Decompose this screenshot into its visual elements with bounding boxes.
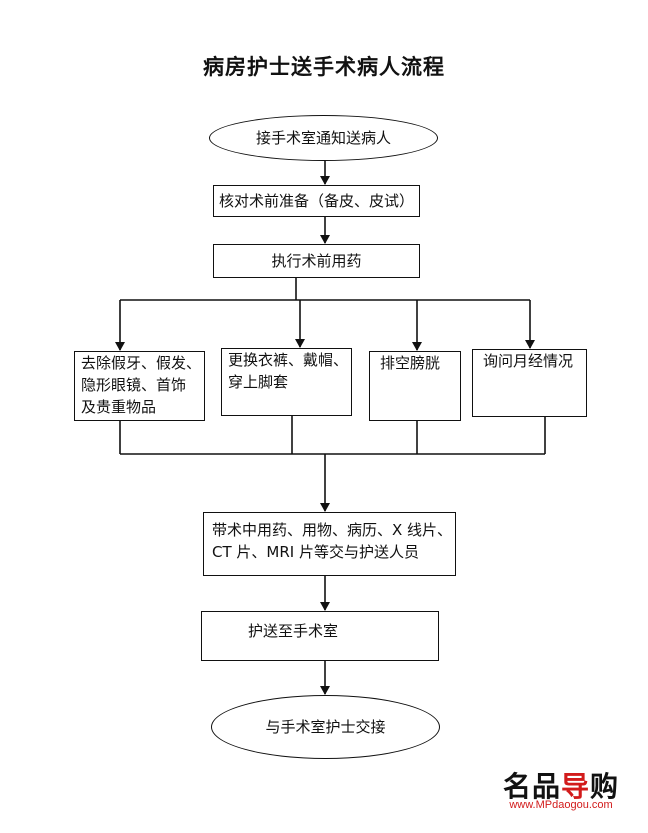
change-line-2: 穿上脚套 [228,373,289,391]
node-start-label: 接手术室通知送病人 [255,129,391,147]
node-check-preparation: 核对术前准备（备皮、皮试） [213,185,420,217]
watermark: 名品导购 www.MPdaogou.com [498,765,624,825]
handover-line-2: CT 片、MRI 片等交与护送人员 [212,543,419,561]
remove-line-3: 及贵重物品 [81,398,157,416]
node-change-clothes: 更换衣裤、戴帽、 穿上脚套 [221,348,352,416]
remove-line-1: 去除假牙、假发、 [81,354,202,372]
node-ask-menstruation: 询问月经情况 [472,349,587,417]
escort-label: 护送至手术室 [248,622,339,640]
node-check-label: 核对术前准备（备皮、皮试） [218,192,414,210]
handover-line-1: 带术中用药、用物、病历、X 线片、 [212,521,453,539]
node-execute-medication: 执行术前用药 [213,244,420,278]
watermark-logo: 名品导购 [502,770,620,803]
node-handover-items: 带术中用药、用物、病历、X 线片、 CT 片、MRI 片等交与护送人员 [203,512,456,576]
node-end: 与手术室护士交接 [211,695,440,759]
node-escort-to-or: 护送至手术室 [201,611,439,661]
ask-menstruation-label: 询问月经情况 [483,352,574,370]
empty-bladder-label: 排空膀胱 [380,354,441,372]
remove-line-2: 隐形眼镜、首饰 [81,376,187,394]
node-empty-bladder: 排空膀胱 [369,351,461,421]
change-line-1: 更换衣裤、戴帽、 [228,351,349,369]
node-remove-items: 去除假牙、假发、 隐形眼镜、首饰 及贵重物品 [74,351,205,421]
watermark-url: www.MPdaogou.com [509,799,613,811]
node-start: 接手术室通知送病人 [209,115,438,161]
diagram-title: 病房护士送手术病人流程 [203,55,445,79]
node-end-label: 与手术室护士交接 [265,718,386,736]
node-execute-label: 执行术前用药 [271,252,362,270]
